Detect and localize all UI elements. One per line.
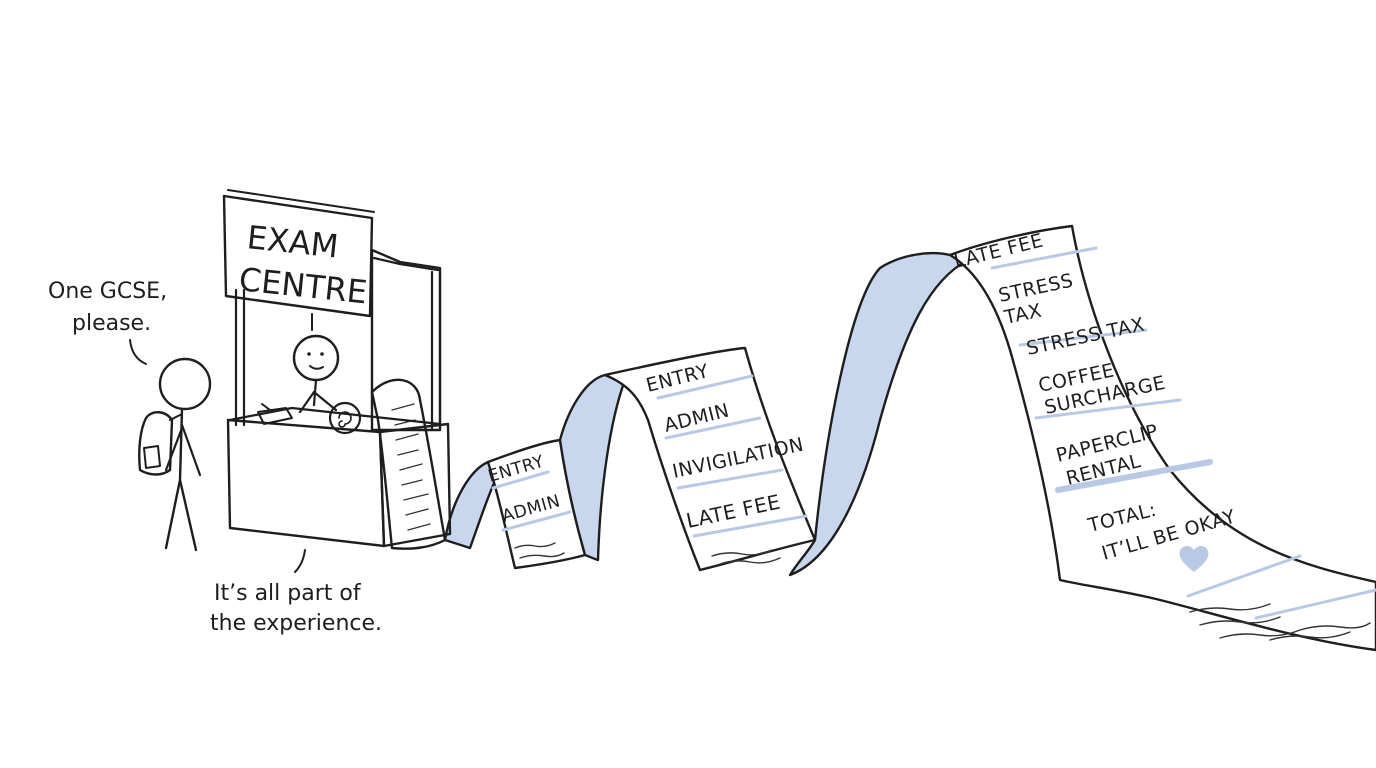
booth-sign-line2: CENTRE [237, 260, 369, 311]
receipt-rules [491, 246, 1376, 620]
student-figure [138, 357, 212, 552]
booth-sign-line1: EXAM [245, 218, 340, 265]
caption-line2: the experience. [210, 611, 382, 636]
heart-icon [1179, 545, 1209, 572]
student-speech-line1: One GCSE, [48, 279, 167, 304]
student-speech-line2: please. [72, 311, 151, 336]
receipt-scribbles [391, 403, 1371, 641]
caption-line1: It’s all part of [214, 581, 362, 606]
speech: One GCSE, please. It’s all part of the e… [48, 279, 382, 636]
receipt-ribbon [370, 224, 1376, 652]
